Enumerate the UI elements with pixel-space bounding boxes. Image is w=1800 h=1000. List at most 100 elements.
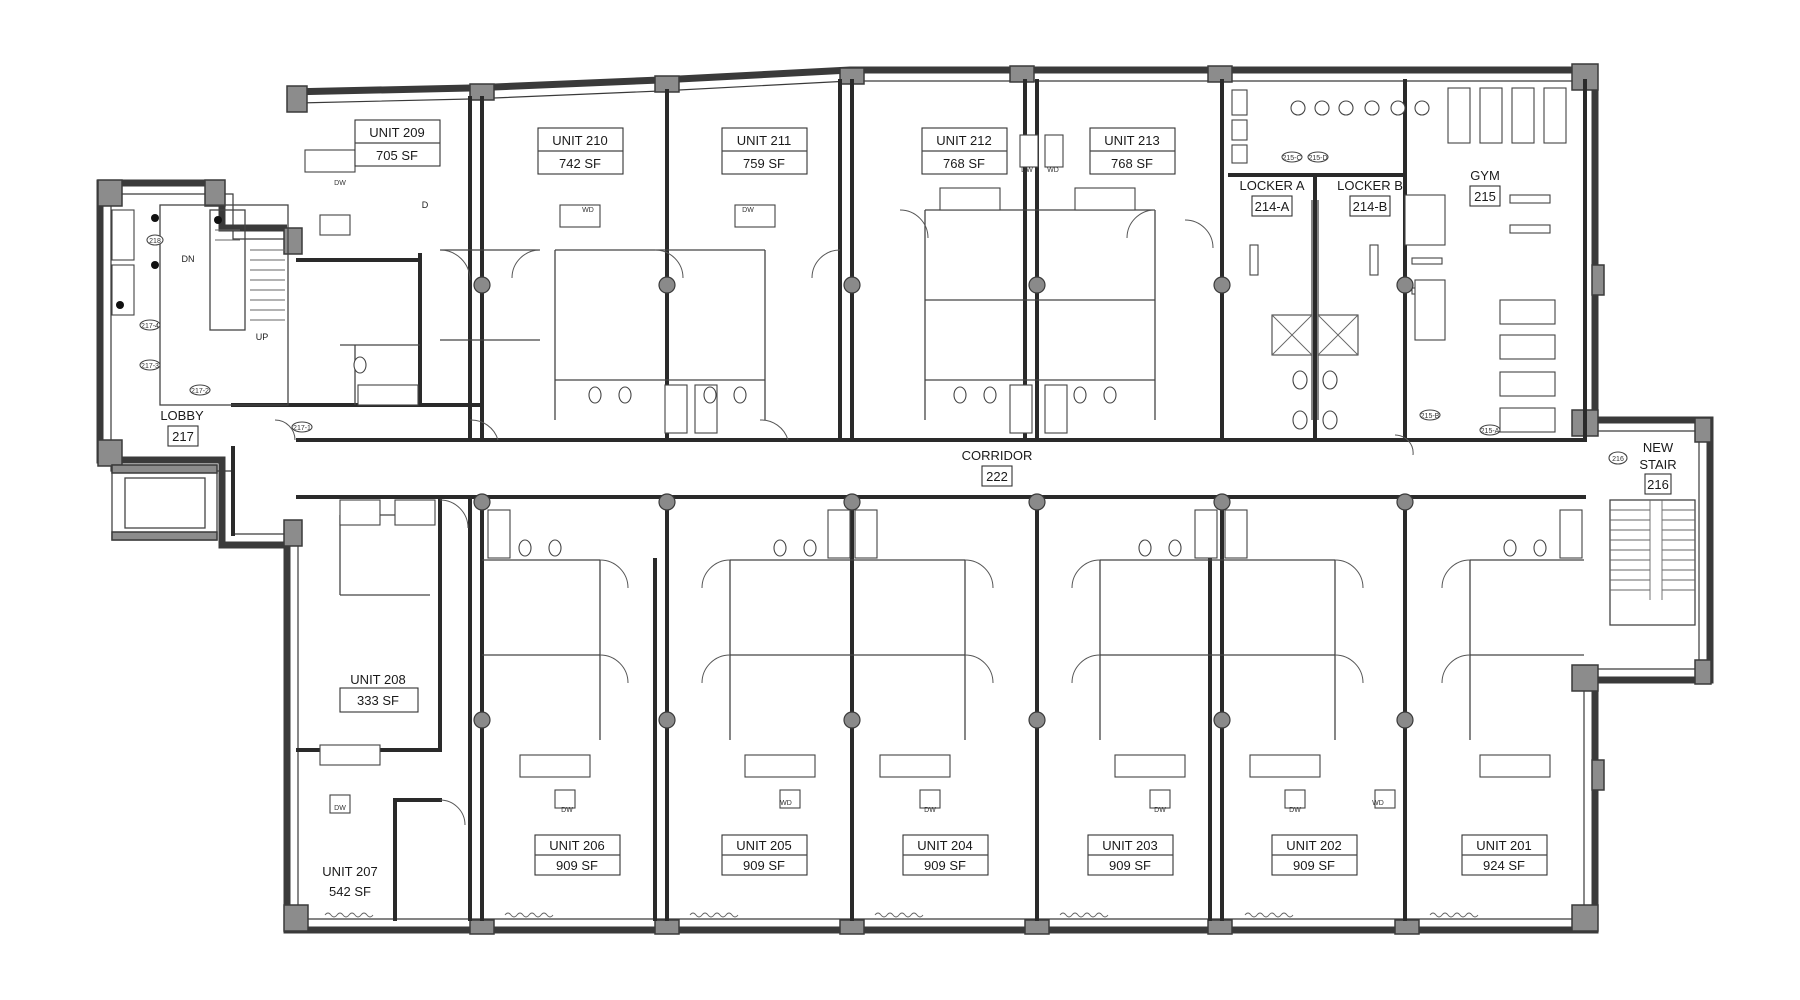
unit-area: 705 SF [376, 148, 418, 163]
unit-label-206: UNIT 206 909 SF [534, 834, 621, 876]
north-unit-partitions [340, 209, 1156, 420]
door-swings [274, 209, 1471, 826]
unit-name: UNIT 213 [1104, 133, 1159, 148]
svg-text:215-D: 215-D [1308, 155, 1327, 162]
room-name: CORRIDOR [962, 448, 1033, 463]
svg-text:215-C: 215-C [1282, 155, 1301, 162]
south-unit-walls [468, 495, 1407, 921]
unit-area: 924 SF [1483, 858, 1525, 873]
unit-area: 909 SF [556, 858, 598, 873]
room-number: 214-A [1255, 199, 1290, 214]
door-tag: 215-B [1419, 409, 1441, 421]
unit-area: 759 SF [743, 156, 785, 171]
appliance-marks: WD DW DW WD DW DW WD DW DW DW WD DW D [334, 167, 1384, 814]
unit-label-202: UNIT 202 909 SF [1271, 834, 1358, 876]
south-bath-fixtures [339, 499, 1583, 559]
lobby-label: LOBBY 217 [160, 408, 204, 447]
unit-name: UNIT 207 [322, 864, 377, 879]
wd-mark: WD [1372, 800, 1384, 807]
door-tag: 215-D [1307, 151, 1329, 163]
locker-b-label: LOCKER B 214-B [1337, 178, 1403, 217]
door-tag: 215-C [1281, 151, 1303, 163]
dw-mark: DW [924, 807, 936, 814]
unit-name: UNIT 209 [369, 125, 424, 140]
room-labels: UNIT 209 705 SF UNIT 210 742 SF UNIT 211… [160, 119, 1677, 899]
wd-mark: WD [780, 800, 792, 807]
locker-area [1228, 173, 1407, 442]
gym-equipment [1231, 87, 1567, 433]
door-tag: 217-3 [139, 359, 161, 371]
unit-label-212: UNIT 212 768 SF [921, 127, 1008, 175]
new-stair [1609, 499, 1696, 626]
room-number: 215 [1474, 189, 1496, 204]
unit-area: 542 SF [329, 884, 371, 899]
room-name: LOBBY [160, 408, 204, 423]
unit-name: UNIT 202 [1286, 838, 1341, 853]
exterior-piers [97, 63, 1712, 935]
dw-mark: DW [742, 207, 754, 214]
unit-area: 909 SF [1109, 858, 1151, 873]
svg-text:215-B: 215-B [1421, 413, 1440, 420]
lobby-stair: DN UP [111, 204, 289, 406]
unit-name: UNIT 206 [549, 838, 604, 853]
svg-text:218: 218 [149, 238, 161, 245]
unit-name: UNIT 205 [736, 838, 791, 853]
unit-name: UNIT 203 [1102, 838, 1157, 853]
unit-label-203: UNIT 203 909 SF [1087, 834, 1174, 876]
unit-name: UNIT 201 [1476, 838, 1531, 853]
door-tag: 217-2 [189, 384, 211, 396]
svg-text:217-2: 217-2 [191, 388, 209, 395]
unit-label-208: UNIT 208 333 SF [339, 672, 419, 713]
structural-columns [473, 276, 1414, 729]
unit-label-211: UNIT 211 759 SF [721, 127, 808, 175]
unit-label-209: UNIT 209 705 SF [354, 119, 441, 167]
svg-text:217-4: 217-4 [141, 323, 159, 330]
wd-mark: WD [1047, 167, 1059, 174]
west-wing-walls [231, 253, 484, 921]
door-tag: 216 [1608, 451, 1628, 465]
south-kitchens [319, 744, 1551, 814]
dryer-mark: D [422, 200, 429, 210]
gym-label: GYM 215 [1469, 168, 1501, 207]
corridor-label: CORRIDOR 222 [962, 448, 1033, 487]
unit-area: 742 SF [559, 156, 601, 171]
unit-area: 909 SF [924, 858, 966, 873]
locker-a-label: LOCKER A 214-A [1239, 178, 1305, 217]
unit-label-201: UNIT 201 924 SF [1461, 834, 1548, 876]
corridor-walls [296, 79, 1586, 499]
unit-area: 333 SF [357, 693, 399, 708]
unit-name: UNIT 208 [350, 672, 405, 687]
unit-name: UNIT 211 [737, 133, 791, 148]
wd-mark: WD [582, 207, 594, 214]
room-name: LOCKER A [1239, 178, 1304, 193]
room-number: 214-B [1353, 199, 1388, 214]
unit-label-210: UNIT 210 742 SF [537, 127, 624, 175]
north-bath-fixtures [353, 356, 1117, 434]
new-stair-label: NEW STAIR 216 [1639, 440, 1677, 495]
unit-name: UNIT 204 [917, 838, 972, 853]
svg-text:216: 216 [1612, 456, 1624, 463]
svg-text:217-1: 217-1 [293, 425, 311, 432]
dw-mark: DW [1154, 807, 1166, 814]
unit-area: 768 SF [943, 156, 985, 171]
unit-label-213: UNIT 213 768 SF [1089, 127, 1176, 175]
unit-label-207: UNIT 207 542 SF [322, 864, 377, 899]
dw-mark: DW [1289, 807, 1301, 814]
unit-label-204: UNIT 204 909 SF [902, 834, 989, 876]
room-number: 217 [172, 429, 194, 444]
svg-text:215-A: 215-A [1481, 428, 1500, 435]
room-name: LOCKER B [1337, 178, 1403, 193]
dw-mark: DW [334, 805, 346, 812]
unit-area: 909 SF [1293, 858, 1335, 873]
unit-area: 909 SF [743, 858, 785, 873]
unit-name: UNIT 210 [552, 133, 607, 148]
door-tag: 215-A [1479, 424, 1501, 436]
svg-text:217-3: 217-3 [141, 363, 159, 370]
unit-name: UNIT 212 [936, 133, 991, 148]
unit-label-205: UNIT 205 909 SF [721, 834, 808, 876]
room-number: 216 [1647, 477, 1669, 492]
elevator [111, 464, 218, 541]
door-tags: 215-C 215-D 215-B 215-A 216 217-1 217-2 … [139, 151, 1628, 465]
door-tag: 217-1 [291, 421, 313, 433]
